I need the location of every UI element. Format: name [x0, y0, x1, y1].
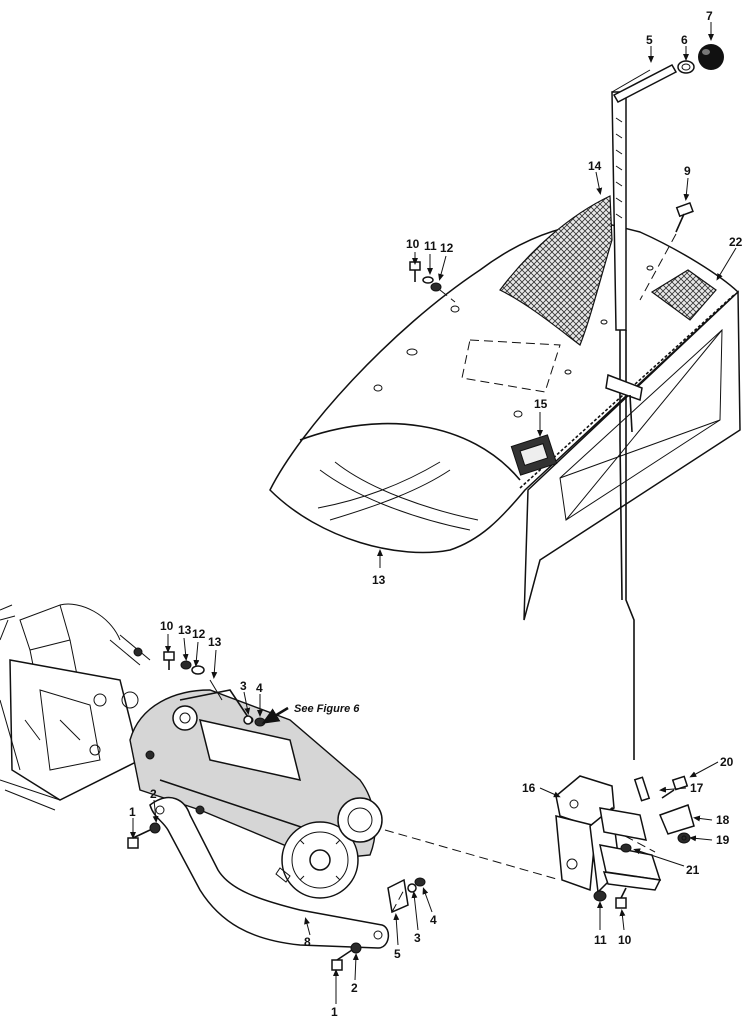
callout-11-top: 11	[424, 239, 437, 253]
bolt-1a	[127, 829, 151, 849]
hardware-10-11-12-top	[409, 261, 456, 303]
callout-22: 22	[729, 235, 743, 249]
key	[275, 867, 291, 883]
clamp-plates	[599, 807, 662, 891]
washer-2a	[149, 822, 161, 834]
nut-11	[593, 890, 607, 902]
washer-3	[407, 883, 417, 893]
callout-15: 15	[534, 397, 548, 411]
callout-11-bracket: 11	[594, 933, 607, 947]
transmission-housing	[129, 689, 376, 861]
callout-7: 7	[706, 9, 713, 23]
callout-10-bracket: 10	[618, 933, 632, 947]
callout-12-top: 12	[440, 241, 454, 255]
callout-14: 14	[588, 159, 602, 173]
callout-21: 21	[686, 863, 700, 877]
bolt-20	[661, 775, 689, 799]
knob-7	[698, 44, 724, 70]
depth-stake	[605, 69, 651, 760]
callout-3-trans: 3	[240, 679, 247, 693]
bolt-1b	[331, 949, 353, 971]
callout-20: 20	[720, 755, 734, 769]
callout-4-trans: 4	[256, 681, 263, 695]
callout-10-top: 10	[406, 237, 420, 251]
callout-13-shield: 13	[372, 573, 386, 587]
decal-15	[510, 434, 558, 476]
leader-lines	[130, 22, 737, 1004]
washer-2b	[350, 942, 362, 954]
callout-16: 16	[522, 781, 536, 795]
clip-18-nut-19	[659, 804, 695, 844]
lock-pin-5	[612, 64, 678, 103]
decal-22	[650, 269, 717, 321]
nut-4	[414, 877, 426, 887]
see-figure-note: See Figure 6	[294, 703, 360, 715]
bolt-10	[615, 887, 627, 909]
callout-1-lower: 1	[331, 1005, 338, 1019]
see-figure-arrow	[261, 706, 289, 724]
tine-gear	[337, 797, 383, 843]
callout-12-trans: 12	[192, 627, 206, 641]
washer-3a	[243, 715, 253, 725]
callout-9: 9	[684, 164, 691, 178]
callout-2-lower: 2	[351, 981, 358, 995]
callout-17: 17	[690, 781, 704, 795]
callout-6: 6	[681, 33, 688, 47]
callout-8: 8	[304, 935, 311, 949]
callout-13-trans-b: 13	[208, 635, 222, 649]
callout-13-trans: 13	[178, 623, 192, 637]
pin-17	[633, 776, 651, 802]
plate-5	[387, 878, 409, 914]
support-arm-8	[149, 796, 390, 949]
clip-6	[677, 60, 695, 74]
callout-18: 18	[716, 813, 730, 827]
callout-5: 5	[646, 33, 653, 47]
callout-1-left: 1	[129, 805, 136, 819]
callout-4-lower: 4	[430, 913, 437, 927]
knob-7-highlight	[702, 49, 710, 55]
tine-hub	[281, 821, 359, 899]
callout-10-trans: 10	[160, 619, 174, 633]
callout-19: 19	[716, 833, 730, 847]
callout-5-lower: 5	[394, 947, 401, 961]
bolt-9	[675, 201, 694, 233]
tiller-frame-left	[0, 603, 151, 811]
decal-14	[499, 195, 613, 346]
callout-3-lower: 3	[414, 931, 421, 945]
callout-2-left: 2	[150, 787, 157, 801]
